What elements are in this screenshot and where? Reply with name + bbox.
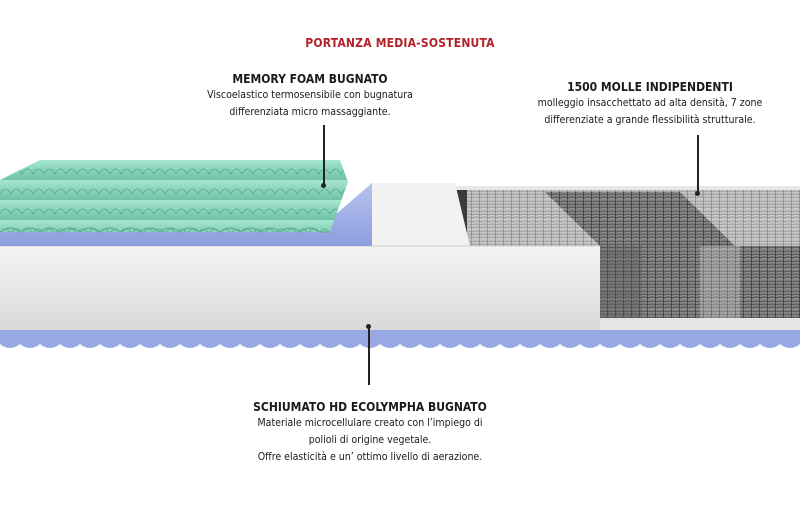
springs-title: 1500 MOLLE INDIPENDENTI [567,80,733,94]
springs-label: 1500 MOLLE INDIPENDENTI molleggio insacc… [520,80,780,129]
springs-leader [697,135,699,193]
memory-foam-desc-line: differenziata micro massaggiante. [229,106,391,118]
page-title: PORTANZA MEDIA-SOSTENUTA [305,36,495,50]
white-support-layer [0,183,600,330]
schiumato-desc-line: polioli di origine vegetale. [308,434,432,446]
schiumato-desc-line: Materiale microcellulare creato con l’im… [257,417,483,429]
springs-desc-line: differenziate a grande flessibilità stru… [544,114,756,126]
schiumato-leader [368,327,370,385]
schiumato-desc-line: Offre elasticità e un’ ottimo livello di… [257,451,483,463]
memory-foam-layer [0,160,348,233]
springs-leader-dot [695,191,700,196]
schiumato-leader-dot [366,324,371,329]
memory-foam-label: MEMORY FOAM BUGNATO Viscoelastico termos… [195,72,425,121]
memory-foam-desc-line: Viscoelastico termosensibile con bugnatu… [207,89,413,101]
springs-layer [455,186,800,318]
bottom-foam-layer [0,318,800,348]
memory-foam-title: MEMORY FOAM BUGNATO [232,72,388,86]
schiumato-label: SCHIUMATO HD ECOLYMPHA BUGNATO Materiale… [225,400,515,466]
memory-foam-leader-dot [321,183,326,188]
schiumato-title: SCHIUMATO HD ECOLYMPHA BUGNATO [253,400,487,414]
memory-foam-leader [323,125,325,185]
springs-desc-line: molleggio insacchettato ad alta densità,… [537,97,763,109]
